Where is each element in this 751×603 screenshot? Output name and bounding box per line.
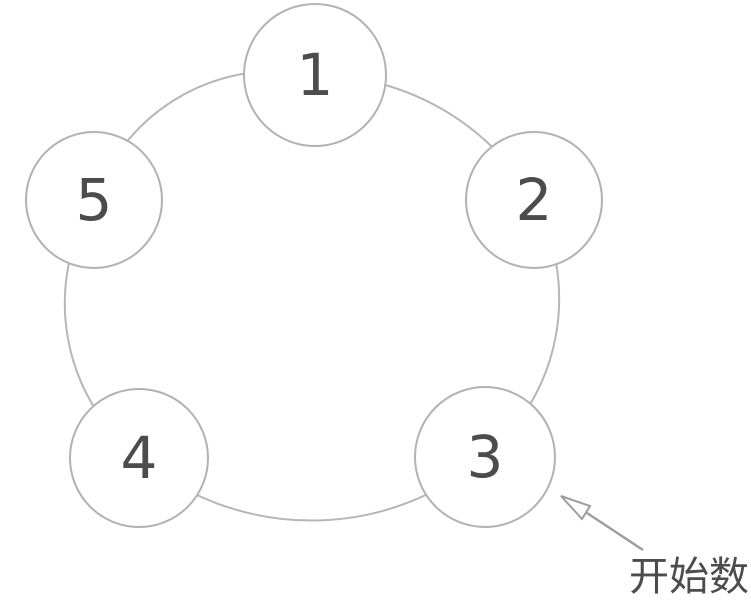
node-number-2: 2	[516, 166, 553, 234]
node-circle-5	[25, 131, 163, 269]
node-number-3: 3	[467, 423, 504, 491]
pointer-arrow-head	[560, 495, 592, 521]
node-circle-3	[414, 386, 556, 528]
node-circle-4	[69, 388, 209, 528]
node-number-1: 1	[297, 41, 334, 109]
node-number-4: 4	[121, 424, 158, 492]
pointer-arrow-shaft	[586, 511, 644, 552]
node-number-5: 5	[76, 166, 113, 234]
start-counting-label: 开始数	[629, 554, 749, 600]
node-circle-2	[465, 131, 603, 269]
node-circle-1	[243, 3, 387, 147]
